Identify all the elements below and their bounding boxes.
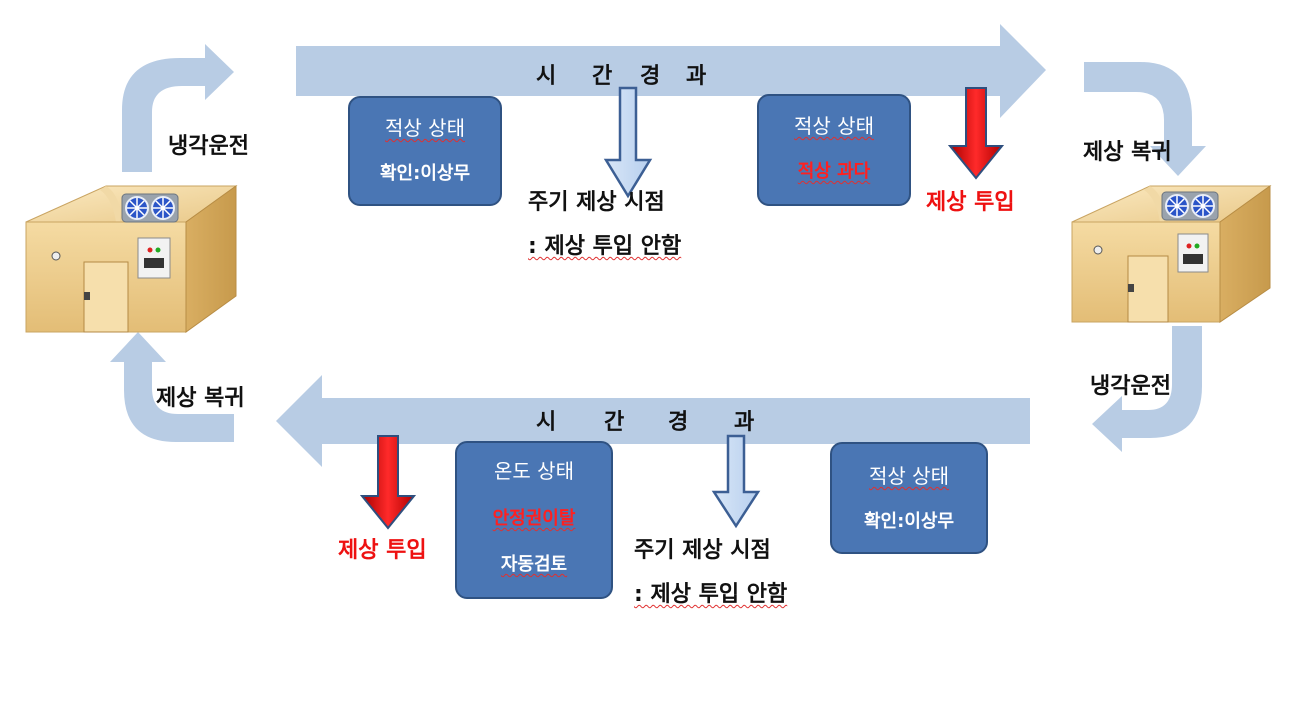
- box-title: 적상 상태: [794, 114, 874, 138]
- box-detail-warning: 안정권이탈: [492, 508, 576, 529]
- cold-storage-unit-right: [1071, 185, 1272, 323]
- bottom-timeline-char-2: 간: [604, 410, 625, 435]
- bottom-defrost-arrow: [359, 435, 417, 530]
- top-periodic-arrow: [603, 86, 653, 199]
- bottom-timeline-char-4: 과: [734, 410, 755, 435]
- note-top-periodic-time: 주기 제상 시점: [528, 190, 665, 215]
- cold-storage-unit-left: [25, 185, 238, 333]
- status-box-bottom-1: 적상 상태 확인:이상무: [830, 442, 988, 554]
- bottom-timeline-char-1: 시: [536, 410, 557, 435]
- bottom-left-curve-arrow: [110, 332, 234, 442]
- top-timeline-char-3: 경: [640, 64, 661, 89]
- status-box-top-1: 적상 상태 확인:이상무: [348, 96, 502, 206]
- bottom-periodic-arrow: [711, 434, 761, 529]
- box-title: 온도 상태: [494, 459, 574, 483]
- note-top-defrost-in: 제상 투입: [926, 190, 1015, 215]
- label-bottom-right-cooling: 냉각운전: [1090, 374, 1171, 399]
- box-detail: 확인:이상무: [864, 511, 954, 532]
- note-bottom-defrost-in: 제상 투입: [338, 538, 427, 563]
- top-timeline-char-1: 시: [536, 64, 557, 89]
- top-left-curve-arrow: [122, 44, 234, 172]
- top-right-curve-arrow: [1084, 62, 1206, 176]
- label-top-left-cooling: 냉각운전: [168, 134, 249, 159]
- top-timeline-char-4: 과: [686, 64, 707, 89]
- bottom-right-curve-arrow: [1092, 326, 1202, 452]
- label-top-right-recover: 제상 복귀: [1083, 140, 1172, 165]
- box-detail-review: 자동검토: [500, 554, 568, 575]
- box-detail: 확인:이상무: [380, 163, 470, 184]
- note-bottom-periodic-time: 주기 제상 시점: [634, 538, 771, 563]
- box-detail-warning: 적상 과다: [797, 161, 871, 182]
- box-title: 적상 상태: [869, 464, 949, 488]
- label-bottom-left-recover: 제상 복귀: [156, 386, 245, 411]
- top-defrost-arrow: [947, 87, 1005, 180]
- note-top-no-defrost: : 제상 투입 안함: [528, 234, 682, 259]
- bottom-timeline-char-3: 경: [668, 410, 689, 435]
- note-bottom-no-defrost: : 제상 투입 안함: [634, 582, 788, 607]
- top-timeline-char-2: 간: [592, 64, 613, 89]
- status-box-bottom-2: 온도 상태 안정권이탈 자동검토: [455, 441, 613, 599]
- status-box-top-2: 적상 상태 적상 과다: [757, 94, 911, 206]
- box-title: 적상 상태: [385, 116, 465, 140]
